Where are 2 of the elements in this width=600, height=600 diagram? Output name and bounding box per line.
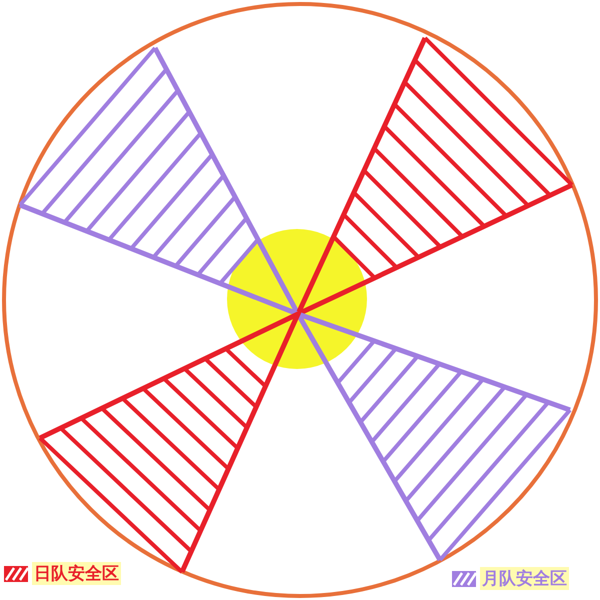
legend-label: 月队安全区 <box>480 567 569 590</box>
legend-label: 日队安全区 <box>32 562 121 585</box>
